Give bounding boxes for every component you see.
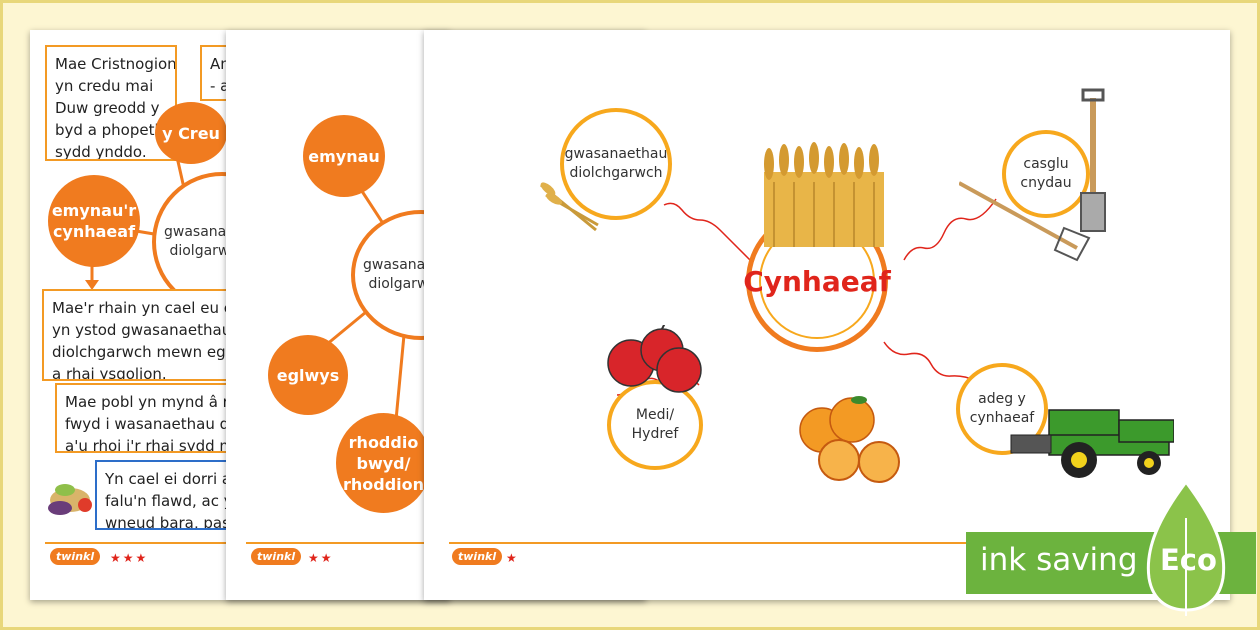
twinkl-logo: twinkl [50, 548, 101, 565]
eco-label: Eco [1160, 543, 1217, 577]
emynau-cynhaeaf-circle: emynau'r cynhaeaf [48, 175, 140, 267]
medi-line: Hydref [631, 426, 679, 442]
food-line: fwyd i wasanaethau dio [65, 415, 240, 433]
food-basket-icon [48, 484, 92, 515]
creation-line: byd a phopeth [55, 121, 164, 139]
medi-circle: Medi/Hydref [607, 380, 703, 470]
food-box: Mae pobl yn mynd â rh fwyd i wasanaethau… [55, 383, 240, 453]
adeg-line: adeg y [978, 391, 1026, 407]
footer-line [246, 542, 424, 544]
main-title: Cynhaeaf [743, 264, 891, 298]
eglwys-label: eglwys [276, 365, 340, 385]
footer-line [449, 542, 1009, 544]
oranges-icon [799, 396, 900, 483]
centre-line: gwasanae [164, 224, 235, 240]
food-line: a'u rhoi i'r rhai sydd m [65, 437, 234, 453]
casglu-line: cnydau [1020, 175, 1072, 191]
wheat-bundle-icon [764, 142, 884, 247]
centre-line: diolgarw [169, 243, 230, 259]
apples-icon [607, 325, 702, 393]
hymns-line: yn ystod gwasanaethau [52, 321, 232, 339]
ink-saving-label: ink saving [980, 542, 1138, 578]
leaf-icon [1146, 479, 1226, 616]
casglu-line: casglu [1023, 156, 1069, 172]
creation-line: sydd ynddo. [55, 143, 147, 161]
eglwys-circle: eglwys [268, 335, 348, 415]
creation-line: Duw greodd y [55, 99, 160, 117]
hymns-line: diolchgarwch mewn eglwy [52, 343, 242, 361]
rhoddio-line: rhoddio [348, 432, 419, 452]
medi-line: Medi/ [635, 407, 675, 423]
emynau-circle: emynau [303, 115, 385, 197]
combine-harvester-icon [1010, 409, 1174, 478]
rhoddio-line: rhoddion [342, 474, 425, 494]
y-creu-label: y Creu [162, 123, 220, 143]
difficulty-stars: ★★★ [110, 551, 149, 565]
wheat-box: Yn cael ei dorri ac falu'n flawd, ac y w… [95, 460, 240, 530]
casglu-circle: casglu cnydau [1002, 130, 1090, 218]
wheat-line: Yn cael ei dorri ac [105, 470, 240, 488]
footer-line [45, 542, 235, 544]
y-creu-circle: y Creu [155, 102, 227, 164]
twinkl-logo: twinkl [251, 548, 302, 565]
gwasanaethau-line: diolchgarwch [569, 165, 663, 181]
wheat-line: wneud bara, paste [105, 514, 240, 530]
wheat-sheaf-icon [540, 182, 599, 232]
top-box-line: - a [210, 77, 230, 95]
twinkl-logo: twinkl [452, 548, 503, 565]
centre-line: diolgarw [368, 276, 429, 292]
difficulty-stars: ★★ [308, 551, 334, 565]
hymns-line: Mae'r rhain yn cael eu can [52, 299, 242, 317]
emynau-cynhaeaf-line: cynhaeaf [52, 222, 136, 241]
gwasanaethau-circle: gwasanaethau diolchgarwch [560, 108, 672, 220]
hymns-box: Mae'r rhain yn cael eu can yn ystod gwas… [42, 289, 242, 381]
spade-and-rake-icon [959, 88, 1106, 262]
emynau-cynhaeaf-line: emynau'r [51, 201, 137, 220]
difficulty-stars: ★ [506, 551, 519, 565]
worksheet-one-star: Cynhaeaf gwasanaethau diolchgarwch casglu… [424, 30, 1230, 600]
emynau-label: emynau [308, 146, 380, 166]
hymns-line: a rhai ysgolion. [52, 365, 167, 381]
wheat-line: falu'n flawd, ac y [105, 492, 233, 510]
gwasanaethau-line: gwasanaethau [564, 146, 668, 162]
adeg-line: cynhaeaf [969, 410, 1035, 426]
centre-line: gwasanae [363, 257, 434, 273]
rhoddio-line: bwyd/ [356, 453, 411, 473]
creation-line: yn credu mai [55, 77, 154, 95]
creation-box: Mae Cristnogion yn credu mai Duw greodd … [45, 45, 177, 161]
food-line: Mae pobl yn mynd â rh [65, 393, 239, 411]
creation-line: Mae Cristnogion [55, 55, 177, 73]
